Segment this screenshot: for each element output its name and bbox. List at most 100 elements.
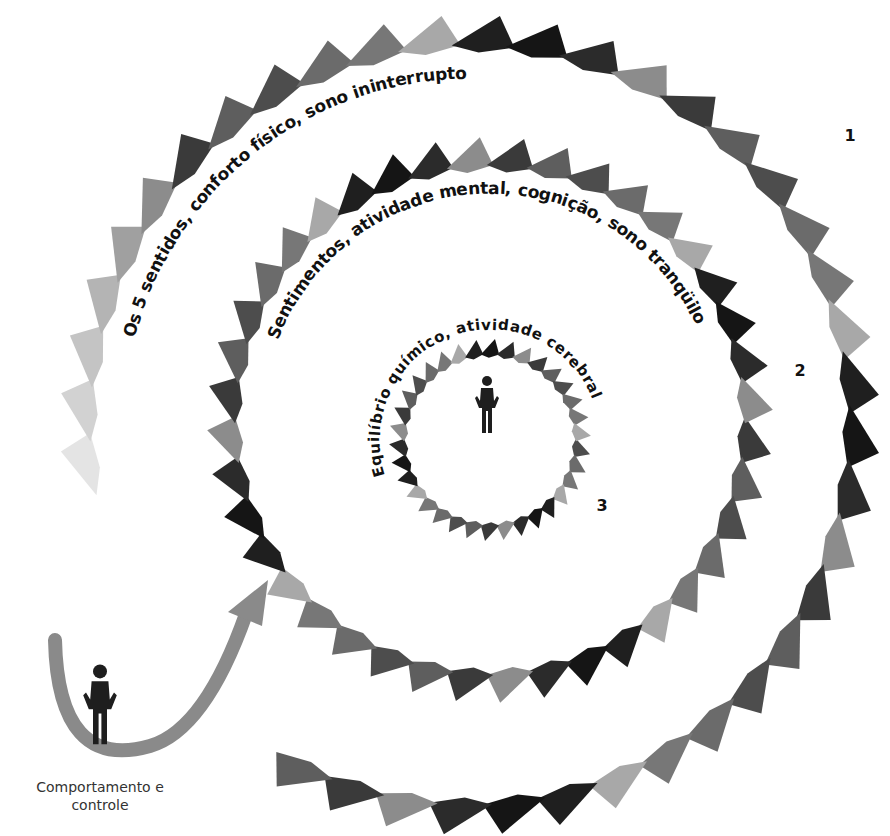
ring-tooth: [451, 344, 468, 364]
ring-tooth: [447, 668, 493, 701]
ring-tooth: [426, 362, 440, 383]
callout-number: 2: [794, 361, 805, 380]
ring-tooth: [465, 340, 483, 360]
ring-tooth: [398, 16, 460, 55]
ring-tooth: [243, 533, 286, 573]
ring-tooth: [820, 512, 854, 572]
ring-tooth: [267, 567, 312, 602]
arc-letter: t: [466, 319, 476, 335]
ring-tooth: [566, 163, 610, 194]
ring-tooth: [506, 25, 568, 58]
ring-tooth: [452, 16, 515, 53]
ring-tooth: [70, 326, 103, 388]
ring-tooth: [429, 798, 492, 835]
ring-tooth: [87, 275, 121, 334]
ring-tooth: [842, 405, 879, 468]
ring-tooth: [686, 698, 735, 752]
ring-tooth: [569, 455, 585, 473]
ring-tooth: [694, 533, 724, 578]
ring-tooth: [512, 348, 531, 364]
ring-tooth: [297, 598, 343, 628]
ring-tooth: [637, 598, 672, 643]
arc-letter: i: [367, 437, 382, 442]
ring-tooth: [527, 357, 547, 372]
ring-tooth: [603, 185, 648, 215]
ring-tooth: [338, 173, 378, 216]
ring-tooth: [61, 379, 97, 442]
ring-tooth: [433, 508, 453, 523]
ring-tooth: [737, 377, 773, 423]
ring-tooth: [209, 377, 242, 423]
ring-tooth: [487, 139, 533, 172]
arc-letter: E: [371, 465, 388, 479]
ring-tooth: [562, 394, 582, 410]
arc-letter: 5: [130, 294, 150, 311]
ring-tooth: [541, 369, 562, 383]
person-figure: [475, 376, 499, 433]
ring-tooth: [483, 794, 545, 833]
ring-tooth: [447, 137, 493, 173]
ring-tooth: [418, 497, 439, 511]
ring-tooth: [562, 470, 578, 490]
arrow-caption: Comportamento e controle: [36, 778, 164, 814]
ring-tooth: [603, 624, 643, 667]
ring-tooth: [61, 433, 100, 495]
ring-tooth: [566, 646, 609, 686]
ring-tooth: [449, 516, 468, 532]
zigzag-rings: [61, 16, 879, 834]
arc-letter: ,: [505, 180, 513, 197]
ring-tooth: [569, 408, 589, 426]
ring-tooth: [668, 567, 698, 613]
ring-tooth: [796, 564, 831, 620]
person-figure: [83, 664, 117, 744]
ring-tooth: [527, 148, 572, 179]
ring-tooth: [659, 96, 715, 132]
ring-tooth: [437, 352, 453, 373]
ring-tooth: [402, 391, 418, 411]
ring-tooth: [589, 761, 647, 808]
arc-letter: d: [497, 318, 509, 334]
ring-tooth: [325, 776, 385, 810]
ring-tooth: [694, 268, 737, 308]
ring-tooth: [829, 299, 871, 360]
ring-tooth: [346, 24, 407, 66]
ring-tooth: [738, 417, 771, 463]
callout-number: 1: [844, 126, 855, 145]
ring-tooth: [541, 497, 555, 518]
ring-tooth: [332, 624, 377, 654]
ring-tooth: [465, 521, 483, 538]
ring-tooth: [376, 793, 438, 826]
ring-tooth: [407, 484, 428, 499]
arc-letter: t: [480, 179, 489, 196]
callout-number: 3: [596, 496, 607, 515]
ring-tooth: [765, 613, 800, 669]
ring-tooth: [537, 783, 598, 825]
ring-tooth: [371, 646, 415, 677]
ring-tooth: [639, 733, 693, 784]
arc-letter: u: [422, 66, 436, 84]
ring-tooth: [728, 658, 770, 714]
ring-tooth: [807, 250, 854, 308]
arc-letter: o: [455, 64, 467, 81]
ring-tooth: [512, 516, 529, 536]
ring-tooth: [497, 342, 515, 359]
ring-tooth: [779, 204, 830, 258]
ring-tooth: [527, 660, 572, 697]
ring-tooth: [611, 65, 667, 100]
ring-tooth: [732, 457, 763, 502]
ring-tooth: [572, 423, 591, 441]
ring-tooth: [716, 496, 747, 540]
ring-tooth: [398, 470, 418, 486]
ring-tooth: [553, 484, 568, 505]
ring-tooth: [730, 338, 767, 383]
ring-tooth: [296, 41, 354, 88]
arc-letter: l: [368, 431, 383, 437]
ring-tooth: [559, 41, 619, 75]
ring-tooth: [704, 126, 760, 169]
ring-tooth: [218, 338, 249, 383]
ring-tooth: [408, 142, 453, 179]
ring-tooth: [744, 162, 798, 211]
arc-letter: í: [368, 424, 383, 431]
ring-tooth: [111, 227, 146, 283]
